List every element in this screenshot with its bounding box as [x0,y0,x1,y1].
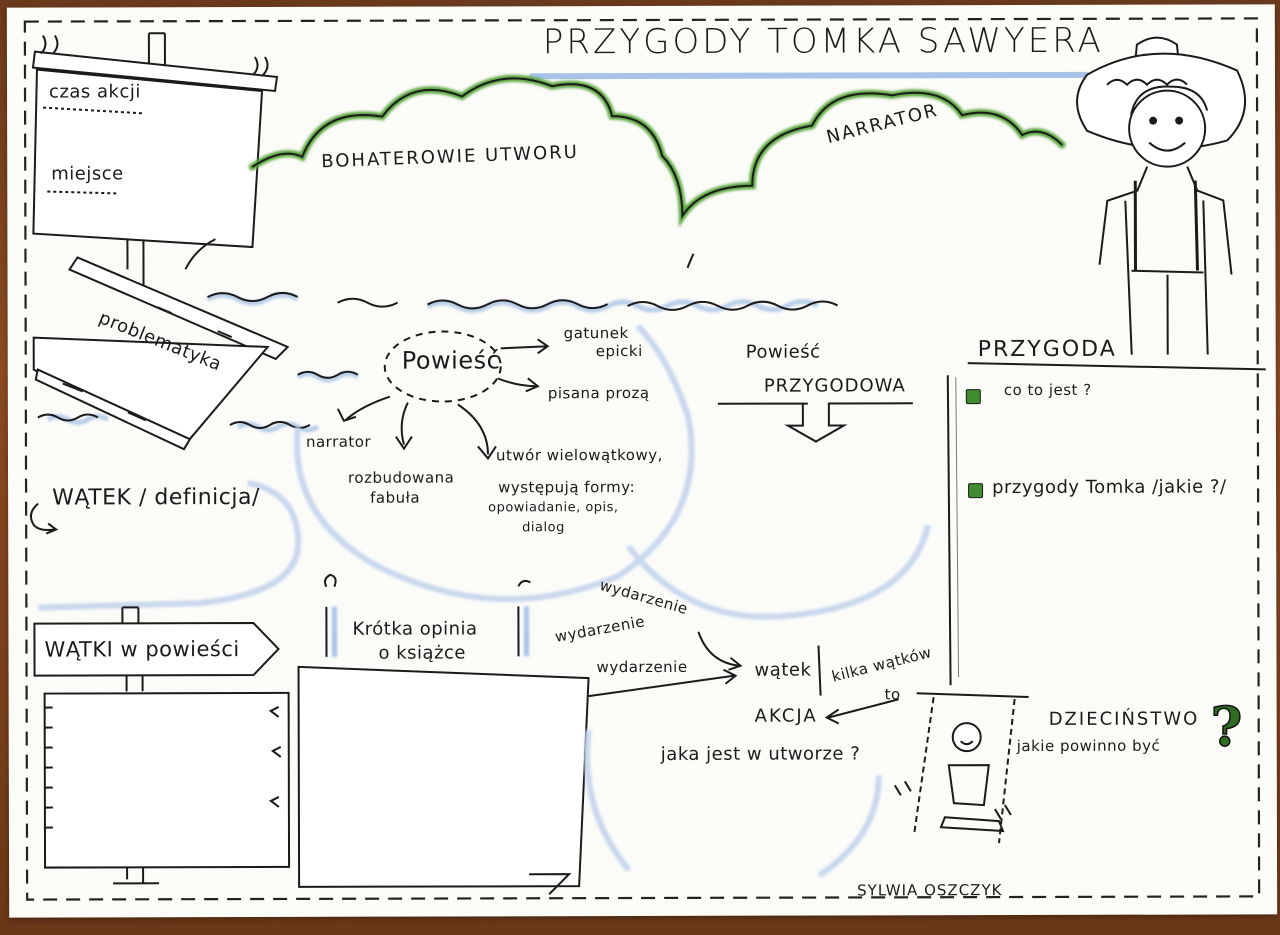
przygoda-q1: co to jest ? [1003,380,1092,400]
powiesc-pisana: pisana prozą [547,383,650,403]
przygodowa-line2: PRZYGODOWA [763,375,906,397]
powiesc-fabula-1: rozbudowana [348,468,455,487]
sketchnote-sheet: PRZYGODY TOMKA SAWYERA czas akcji miejsc… [6,4,1278,918]
page-title: PRZYGODY TOMKA SAWYERA [542,20,1104,63]
dziecinstwo-title: DZIECIŃSTWO [1048,708,1200,730]
bullet-square-icon [965,389,981,405]
tom-sawyer-figure [1076,36,1247,355]
powiesc-formy-2: opowiadanie, opis, [488,500,619,516]
opinia-drawing [297,573,590,895]
opinia-line2: o książce [378,642,467,664]
powiesc-circle [294,323,695,603]
watki-sign-label: WĄTKI w powieści [44,637,240,662]
powiesc-bubble [383,330,502,403]
przygodowa-line1: Powieść [745,341,821,363]
powiesc-arrows [336,338,550,461]
powiesc-gatunek-1: gatunek [563,324,629,343]
powiesc-fabula-2: fabuła [370,488,421,507]
board-drawing [31,32,290,451]
akcja-title: AKCJA [754,705,818,727]
przygoda-q2: przygody Tomka /jakie ?/ [992,476,1227,499]
powiesc-narrator: narrator [305,432,372,451]
watek-def-drawing [29,480,302,611]
watki-sign-drawing [33,606,291,885]
akcja-jaka: jaka jest w utworze ? [660,743,861,765]
przygoda-title: PRZYGODA [977,336,1117,363]
swing-drawing [893,692,1029,844]
dziecinstwo-sub: jakie powinno być [1016,736,1161,756]
powiesc-gatunek-2: epicki [595,341,643,361]
przygodowa-arrow [717,402,913,443]
title-underline [528,71,1090,80]
powiesc-center: Powieść [401,346,501,375]
sketchnote-drawing [23,17,1266,901]
clouds-drawing [184,74,1066,270]
akcja-watek: wątek [754,659,812,681]
powiesc-wielowatkowy: utwór wielowątkowy, [495,445,663,465]
akcja-to: to [884,685,901,704]
bullet-square-icon [968,483,984,499]
powiesc-formy-3: dialog [522,520,565,536]
powiesc-formy-1: występują formy: [498,478,636,497]
dashed-border [23,17,1261,901]
przygoda-panel [946,362,1266,686]
opinia-line1: Krótka opinia [352,618,478,640]
signature: SYLWIA OSZCZYK [857,881,1003,900]
akcja-arrows [584,631,899,879]
board-miejsce: miejsce [51,163,124,185]
waves [46,292,819,433]
board-czas-akcji: czas akcji [49,81,141,103]
question-mark-icon: ? [1210,694,1243,760]
akcja-wydarzenie-3: wydarzenie [596,657,688,677]
watek-definicja: WĄTEK / definicja/ [52,485,260,511]
